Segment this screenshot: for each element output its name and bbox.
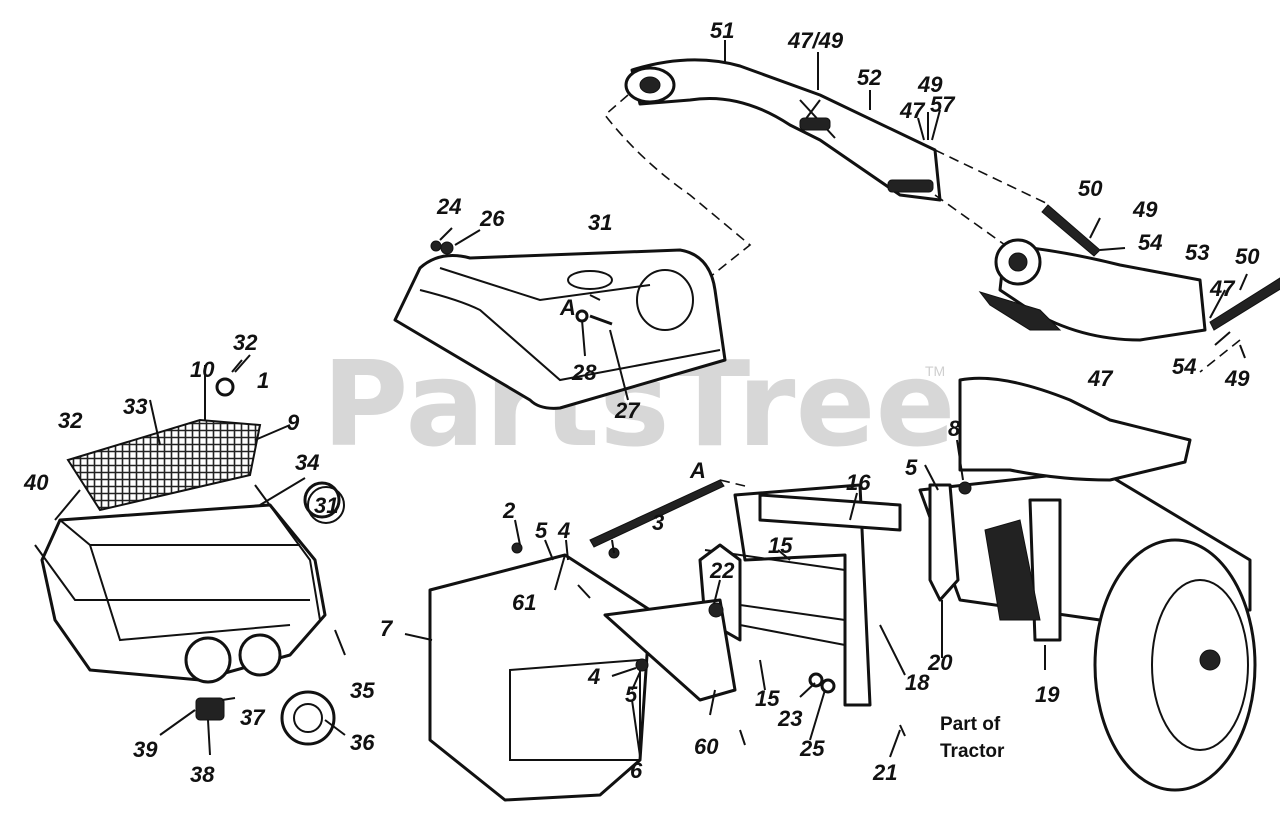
circled-reference	[307, 486, 345, 524]
callout-60: 60	[694, 734, 719, 759]
callout-49a: 49	[917, 72, 943, 97]
callout-40: 40	[23, 470, 49, 495]
leader-lines	[54, 40, 1248, 758]
callout-9: 9	[287, 410, 300, 435]
callout-52: 52	[857, 65, 882, 90]
callout-37: 37	[240, 705, 266, 730]
callout-A1: A	[559, 295, 576, 320]
callout-33: 33	[123, 394, 147, 419]
callout-6: 6	[630, 758, 643, 783]
callout-47b: 47	[1209, 276, 1236, 301]
callout-39: 39	[133, 737, 158, 762]
callout-27: 27	[614, 398, 641, 423]
callout-47a: 47	[899, 98, 926, 123]
callout-50a: 50	[1078, 176, 1103, 201]
circled-reference-label: 31	[314, 493, 338, 518]
callout-32b: 32	[58, 408, 83, 433]
alignment-line-3	[934, 194, 1006, 246]
callout-38: 38	[190, 762, 215, 787]
callout-36: 36	[350, 730, 375, 755]
callout-4b: 4	[587, 664, 600, 689]
callout-31: 31	[588, 210, 612, 235]
callout-49b: 49	[1132, 197, 1158, 222]
callout-24: 24	[436, 194, 461, 219]
callout-49c: 49	[1224, 366, 1250, 391]
callout-57: 57	[930, 92, 956, 117]
upper-discharge-tube	[624, 58, 942, 202]
callout-15b: 15	[755, 686, 780, 711]
callout-61: 61	[512, 590, 536, 615]
callout-50b: 50	[1235, 244, 1260, 269]
note-part-of: Part of	[940, 714, 1001, 735]
callout-47_49a: 47/49	[787, 28, 844, 53]
callout-25: 25	[799, 736, 825, 761]
callout-51: 51	[710, 18, 734, 43]
collection-bag	[428, 479, 725, 802]
screen-frame-assembly	[34, 377, 341, 746]
callout-16: 16	[846, 470, 871, 495]
callout-10: 10	[190, 357, 215, 382]
callout-4a: 4	[557, 518, 570, 543]
callout-32a: 32	[233, 330, 258, 355]
tractor-rear	[918, 376, 1257, 792]
alignment-line-5	[1199, 339, 1241, 373]
callout-23: 23	[777, 706, 802, 731]
alignment-line-2	[934, 149, 1051, 206]
callout-53: 53	[1185, 240, 1209, 265]
callout-22: 22	[709, 558, 735, 583]
callout-54b: 54	[1172, 354, 1196, 379]
bagger-cover	[393, 240, 727, 410]
alignment-line-4	[719, 479, 746, 487]
callout-20: 20	[927, 650, 953, 675]
callout-7: 7	[380, 616, 394, 641]
callout-5a: 5	[535, 518, 548, 543]
callout-18: 18	[905, 670, 930, 695]
callout-54a: 54	[1138, 230, 1162, 255]
callout-26: 26	[479, 206, 505, 231]
callout-28: 28	[571, 360, 597, 385]
callout-34: 34	[295, 450, 319, 475]
callout-3: 3	[652, 510, 664, 535]
callout-5b: 5	[625, 682, 638, 707]
callout-21: 21	[872, 760, 897, 785]
lower-discharge-tube	[978, 204, 1280, 342]
callout-15a: 15	[768, 533, 793, 558]
callout-5c: 5	[905, 455, 918, 480]
alignment-line-1	[603, 94, 752, 286]
callout-2: 2	[502, 498, 516, 523]
callout-1: 1	[257, 368, 269, 393]
note-tractor: Tractor	[940, 741, 1005, 762]
callout-8: 8	[948, 416, 961, 441]
callout-A2: A	[689, 458, 706, 483]
mounting-frame	[603, 483, 906, 746]
callout-47c: 47	[1087, 366, 1114, 391]
watermark-tm: TM	[925, 363, 945, 379]
callout-35: 35	[350, 678, 375, 703]
callout-19: 19	[1035, 682, 1060, 707]
